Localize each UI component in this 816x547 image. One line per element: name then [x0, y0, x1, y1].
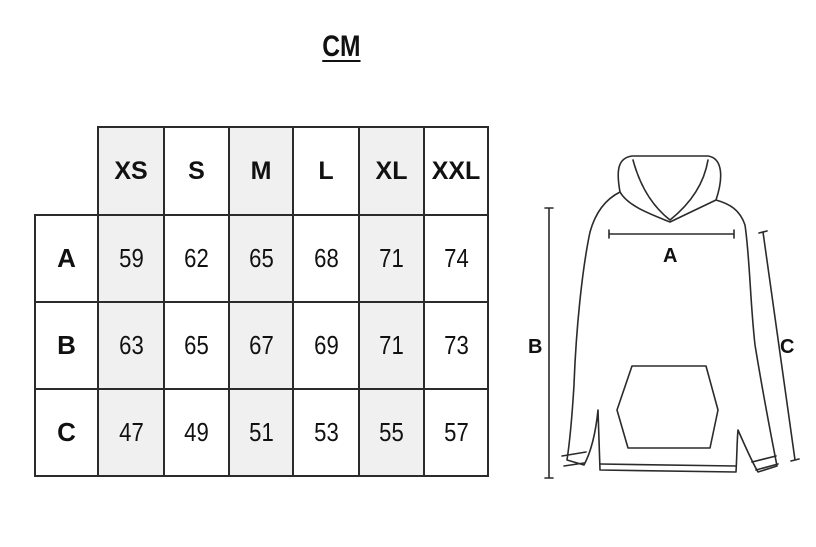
- size-header-xxl: XXL: [423, 126, 489, 216]
- cell-a-m: 65: [228, 214, 294, 303]
- hoodie-hood: [617, 155, 722, 223]
- label-a: A: [663, 245, 677, 267]
- measure-line-b: [544, 207, 554, 479]
- row-label-a: A: [34, 214, 99, 303]
- measure-line-c: [758, 230, 800, 462]
- cell-c-xs: 47: [97, 388, 165, 477]
- kangaroo-pocket: [616, 365, 719, 449]
- cell-b-m: 67: [228, 301, 294, 390]
- size-header-xl: XL: [358, 126, 425, 216]
- size-header-row: XS S M L XL XXL: [35, 126, 489, 216]
- size-header-m: M: [228, 126, 294, 216]
- cell-b-s: 65: [163, 301, 230, 390]
- left-cuff: [561, 451, 587, 467]
- cell-c-s: 49: [163, 388, 230, 477]
- cell-a-s: 62: [163, 214, 230, 303]
- size-header-xs: XS: [97, 126, 165, 216]
- cell-a-xs: 59: [97, 214, 165, 303]
- table-corner: [35, 127, 99, 216]
- measure-line-a: [608, 229, 735, 239]
- cell-c-xl: 55: [358, 388, 425, 477]
- row-label-b: B: [34, 301, 99, 390]
- hood-opening: [632, 159, 709, 221]
- right-cuff: [751, 455, 779, 471]
- cell-c-m: 51: [228, 388, 294, 477]
- cell-a-l: 68: [292, 214, 360, 303]
- hoodie-body: [566, 191, 778, 473]
- cell-a-xl: 71: [358, 214, 425, 303]
- cell-c-xxl: 57: [423, 388, 489, 477]
- cell-a-xxl: 74: [423, 214, 489, 303]
- size-chart-table: XS S M L XL XXL A 59 62 65 68 71 74 B 63…: [34, 126, 489, 477]
- size-header-s: S: [163, 126, 230, 216]
- label-c: C: [780, 336, 794, 358]
- table-row-a: A 59 62 65 68 71 74: [34, 214, 489, 303]
- hem-band: [599, 463, 737, 467]
- size-header-l: L: [292, 126, 360, 216]
- cell-b-xxl: 73: [423, 301, 489, 390]
- hoodie-measurement-diagram: A B C: [528, 155, 800, 479]
- unit-title: CM: [322, 30, 361, 63]
- cell-b-xs: 63: [97, 301, 165, 390]
- table-row-b: B 63 65 67 69 71 73: [34, 301, 489, 390]
- cell-b-l: 69: [292, 301, 360, 390]
- table-row-c: C 47 49 51 53 55 57: [34, 388, 489, 477]
- cell-c-l: 53: [292, 388, 360, 477]
- row-label-c: C: [34, 388, 99, 477]
- cell-b-xl: 71: [358, 301, 425, 390]
- label-b: B: [528, 336, 542, 358]
